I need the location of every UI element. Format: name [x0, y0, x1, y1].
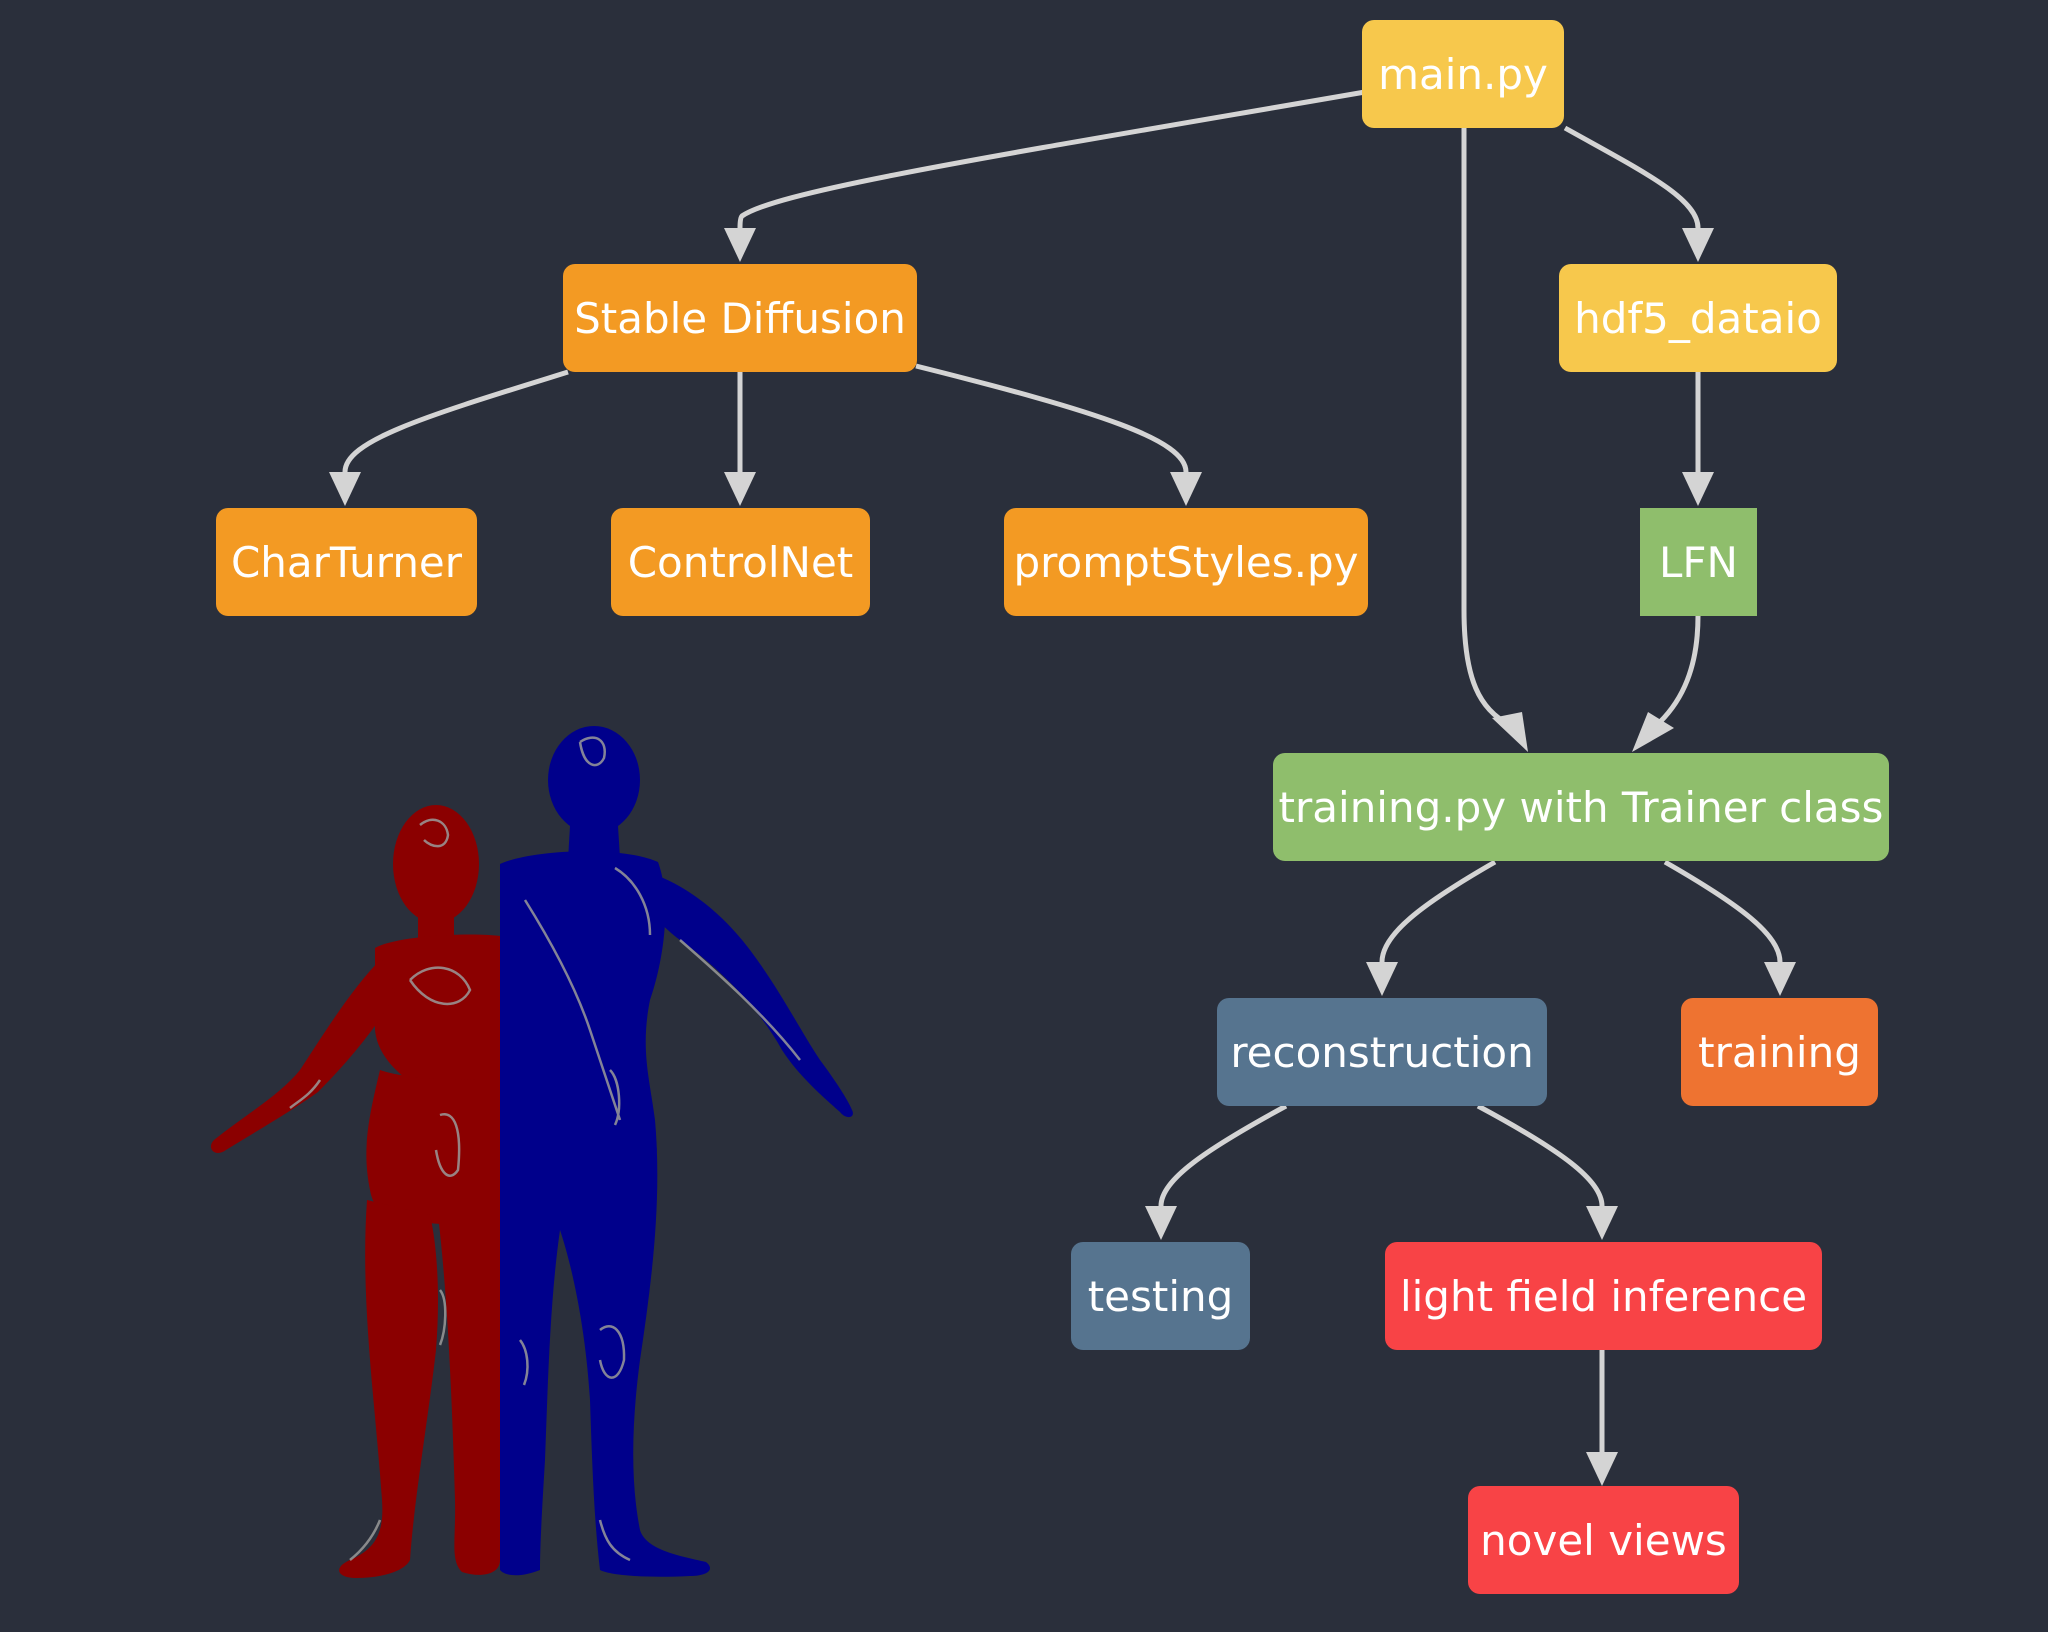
edge-training-py-reconstruction — [1379, 859, 1497, 963]
node-hdf5-dataio-label: hdf5_dataio — [1574, 293, 1822, 343]
node-charturner-label: CharTurner — [230, 537, 463, 587]
node-controlnet-label: ControlNet — [627, 537, 854, 587]
node-hdf5-dataio[interactable]: hdf5_dataio — [1559, 264, 1837, 372]
edge-lfn-training-py — [1658, 615, 1701, 724]
node-controlnet[interactable]: ControlNet — [611, 508, 870, 616]
node-testing[interactable]: testing — [1071, 1242, 1250, 1350]
edge-training-py-training — [1663, 859, 1783, 963]
edge-sd-promptstyles-arrow — [1170, 472, 1202, 506]
node-reconstruction-label: reconstruction — [1230, 1027, 1534, 1077]
node-novel-views[interactable]: novel views — [1468, 1486, 1739, 1594]
edge-reconstruction-testing — [1158, 1103, 1288, 1207]
node-novel-views-label: novel views — [1480, 1515, 1727, 1565]
node-light-field-inference[interactable]: light field inference — [1385, 1242, 1822, 1350]
edge-main-stable-diffusion-arrow — [724, 228, 756, 262]
edge-main-hdf5 — [1563, 125, 1701, 229]
edge-training-py-training-arrow — [1764, 962, 1796, 996]
node-charturner[interactable]: CharTurner — [216, 508, 477, 616]
node-light-field-inference-label: light field inference — [1399, 1271, 1808, 1321]
edge-reconstruction-testing-arrow — [1145, 1206, 1177, 1240]
node-testing-label: testing — [1087, 1271, 1234, 1321]
edge-sd-promptstyles — [915, 363, 1189, 473]
node-training[interactable]: training — [1681, 998, 1878, 1106]
edge-reconstruction-light-field — [1476, 1103, 1605, 1207]
node-training-py-label: training.py with Trainer class — [1278, 782, 1884, 832]
edge-main-training-py-arrow — [1492, 712, 1528, 752]
node-training-label: training — [1698, 1027, 1861, 1077]
node-lfn[interactable]: LFN — [1640, 508, 1757, 616]
node-reconstruction[interactable]: reconstruction — [1217, 998, 1547, 1106]
node-training-py[interactable]: training.py with Trainer class — [1273, 753, 1889, 861]
edge-reconstruction-light-field-arrow — [1586, 1206, 1618, 1240]
edge-training-py-reconstruction-arrow — [1366, 962, 1398, 996]
node-promptstyles-py-label: promptStyles.py — [1013, 537, 1359, 587]
edge-main-hdf5-arrow — [1682, 228, 1714, 262]
red-figure-back-view — [210, 805, 500, 1578]
node-stable-diffusion[interactable]: Stable Diffusion — [563, 264, 917, 372]
node-stable-diffusion-label: Stable Diffusion — [574, 293, 906, 343]
node-main-py[interactable]: main.py — [1362, 20, 1564, 128]
node-main-py-label: main.py — [1378, 49, 1548, 99]
edge-sd-charturner-arrow — [329, 472, 361, 506]
blue-figure-front-view — [500, 726, 853, 1577]
edge-main-stable-diffusion — [737, 89, 1366, 229]
node-promptstyles-py[interactable]: promptStyles.py — [1004, 508, 1368, 616]
edge-sd-controlnet-arrow — [724, 472, 756, 506]
edge-light-field-novel-views-arrow — [1586, 1452, 1618, 1486]
edge-lfn-training-py-arrow — [1632, 712, 1674, 752]
edge-hdf5-lfn-arrow — [1682, 472, 1714, 506]
edge-sd-charturner — [342, 369, 569, 473]
node-lfn-label: LFN — [1659, 537, 1738, 587]
